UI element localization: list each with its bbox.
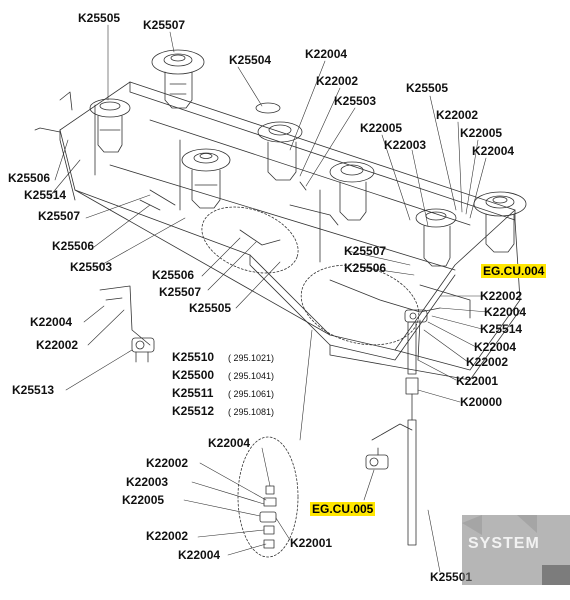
label-left-k25514: K25514 [24, 188, 67, 202]
label-ll-k22002: K22002 [36, 338, 79, 352]
thermocouple-chain [259, 485, 277, 549]
label-left-k25507: K25507 [38, 209, 81, 223]
label-valve-k25510: K25510 [172, 350, 215, 364]
gas-pipes [34, 91, 471, 346]
label-right-k22002: K22002 [436, 108, 479, 122]
label-top-k25505: K25505 [78, 11, 121, 25]
label-top-k25504: K25504 [229, 53, 272, 67]
code-k25512: ( 295.1081) [228, 407, 275, 417]
label-rr-k22001: K22001 [456, 374, 499, 388]
label-rr-k22002: K22002 [480, 289, 523, 303]
label-bottom-k22004: K22004 [208, 436, 251, 450]
label-bottom-k22005: K22005 [122, 493, 165, 507]
label-valve-k25500: K25500 [172, 368, 215, 382]
label-top-k25507: K25507 [143, 18, 186, 32]
label-bottom-k22002b: K22002 [146, 529, 189, 543]
logo-text: SYSTEM [468, 535, 540, 552]
label-bottom-k22004b: K22004 [178, 548, 221, 562]
label-center-k25505: K25505 [189, 301, 232, 315]
label-mid-k22005: K22005 [360, 121, 403, 135]
burner-top-center [151, 49, 205, 109]
label-rr-k25514: K25514 [480, 322, 523, 336]
label-right-k22004: K22004 [472, 144, 515, 158]
label-bottom-k22002: K22002 [146, 456, 189, 470]
burner-center-left [181, 148, 231, 209]
burner-left [89, 98, 131, 153]
label-valve-k25511: K25511 [172, 386, 214, 400]
label-top-k22002: K22002 [316, 74, 359, 88]
label-center-k25507: K25507 [159, 285, 202, 299]
burner-right-front [415, 208, 457, 267]
label-ll-k22004: K22004 [30, 315, 73, 329]
label-rr-k22004b: K22004 [474, 340, 517, 354]
valve-assembly-eg-cu-005 [365, 423, 413, 470]
label-rr-k22002b: K22002 [466, 355, 509, 369]
code-k25500: ( 295.1041) [228, 371, 275, 381]
label-bottom-k22001: K22001 [290, 536, 333, 550]
label-left-k25503: K25503 [70, 260, 113, 274]
label-mid-k22003: K22003 [384, 138, 427, 152]
label-bottom-k22003: K22003 [126, 475, 169, 489]
highlight-eg-cu-004: EG.CU.004 [481, 264, 547, 278]
label-right-k25505: K25505 [406, 81, 449, 95]
label-right-k22005: K22005 [460, 126, 503, 140]
burner-center-right [329, 161, 375, 221]
label-center-k25506b: K25506 [344, 261, 387, 275]
label-rr-k22004: K22004 [484, 305, 527, 319]
leader-lines [49, 24, 489, 573]
label-top-k22004: K22004 [305, 47, 348, 61]
label-ll-k25513: K25513 [12, 383, 55, 397]
label-valve-k25512: K25512 [172, 404, 215, 418]
code-k25511: ( 295.1061) [228, 389, 275, 399]
code-k25510: ( 295.1021) [228, 353, 275, 363]
label-bottom-k25501: K25501 [430, 570, 473, 584]
valve-assembly-left [131, 337, 155, 363]
label-left-k25506b: K25506 [52, 239, 95, 253]
system-logo [462, 515, 570, 585]
label-center-k25507b: K25507 [344, 244, 387, 258]
burner-right-back [473, 191, 527, 253]
burner-center [255, 102, 303, 181]
burner-frame [59, 81, 521, 381]
highlight-eg-cu-005: EG.CU.005 [310, 502, 376, 516]
label-rr-k20000: K20000 [460, 395, 503, 409]
label-top-k25503: K25503 [334, 94, 377, 108]
label-center-k25506: K25506 [152, 268, 195, 282]
burner-column [405, 321, 419, 546]
label-left-k25506: K25506 [8, 171, 51, 185]
